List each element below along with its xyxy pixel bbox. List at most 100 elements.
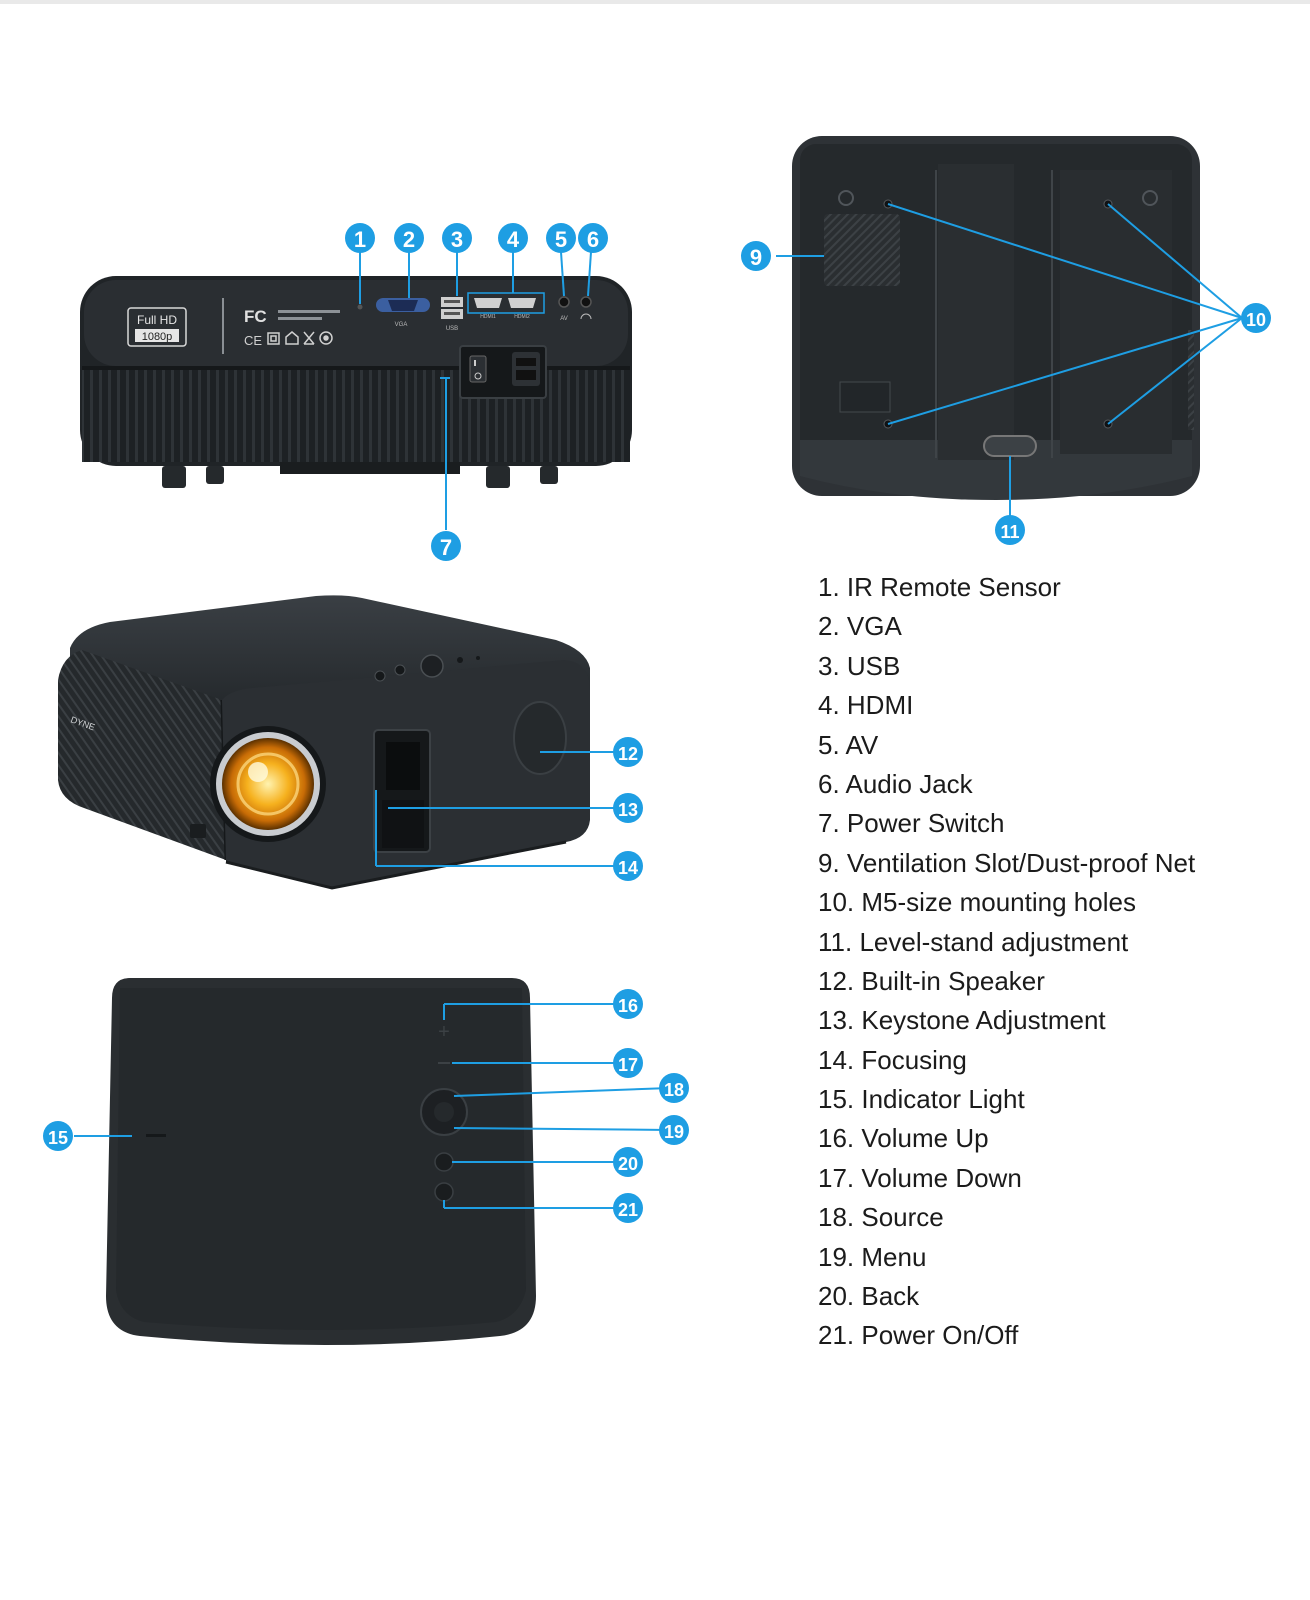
callout-15-text: 15 <box>48 1128 68 1148</box>
callout-6-text: 6 <box>587 227 599 252</box>
audio-jack <box>580 296 592 308</box>
callout-11-text: 11 <box>1000 522 1019 542</box>
callout-13-text: 13 <box>618 800 638 820</box>
callout-1: 1 <box>345 223 375 253</box>
legend-item: 20. Back <box>818 1281 920 1312</box>
callout-13: 13 <box>613 793 643 823</box>
volume-up-mark: + <box>438 1021 450 1043</box>
legend-item: 13. Keystone Adjustment <box>818 1005 1106 1036</box>
callout-5-text: 5 <box>555 227 567 252</box>
bottom-callout-lines <box>776 203 1243 516</box>
back-button <box>434 1152 454 1172</box>
full-hd-badge <box>127 307 187 347</box>
legend-item: 1. IR Remote Sensor <box>818 572 1061 602</box>
legend-item: 16. Volume Up <box>818 1123 989 1154</box>
legend-item: 19. Menu <box>818 1241 927 1272</box>
callout-20-text: 20 <box>618 1154 638 1174</box>
callout-3: 3 <box>442 223 472 253</box>
callout-badges: 1 2 3 4 5 6 7 9 10 11 12 13 14 15 16 17 … <box>43 223 1271 1223</box>
callout-20: 20 <box>613 1147 643 1177</box>
callout-21: 21 <box>613 1193 643 1223</box>
av-label: AV <box>560 316 568 322</box>
hdmi2-label: HDMI2 <box>514 314 530 320</box>
callout-18-text: 18 <box>664 1080 684 1100</box>
power-switch <box>459 345 547 399</box>
legend-item: 5. AV <box>818 729 879 760</box>
top-callout-lines <box>74 1003 671 1209</box>
callout-7: 7 <box>431 531 461 561</box>
callout-10: 10 <box>1241 303 1271 333</box>
callout-15: 15 <box>43 1121 73 1151</box>
callout-9-text: 9 <box>750 245 762 270</box>
callout-7-text: 7 <box>440 535 452 560</box>
badge-text-line1: Full HD <box>137 313 177 327</box>
callout-18: 18 <box>659 1073 689 1103</box>
callout-14-text: 14 <box>618 858 638 878</box>
callout-2: 2 <box>394 223 424 253</box>
legend-item: 12. Built-in Speaker <box>818 965 1045 996</box>
usb-ports: USB <box>441 297 463 332</box>
legend-item: 2. VGA <box>818 611 902 642</box>
vga-port: VGA <box>376 298 430 328</box>
legend-item: 21. Power On/Off <box>818 1320 1019 1351</box>
legend-item: 18. Source <box>818 1202 944 1233</box>
hdmi1-label: HDMI1 <box>480 314 496 320</box>
legend-item: 7. Power Switch <box>818 808 1005 839</box>
callout-17: 17 <box>613 1048 643 1078</box>
angle-callout-lines <box>375 751 614 867</box>
parts-legend: 1. IR Remote Sensor 2. VGA 3. USB 4. HDM… <box>818 568 1195 1356</box>
callout-12-text: 12 <box>618 744 638 764</box>
callout-1-text: 1 <box>354 227 366 252</box>
callout-4-text: 4 <box>507 227 520 252</box>
svg-text:CE: CE <box>244 333 262 348</box>
legend-item: 14. Focusing <box>818 1044 967 1075</box>
headphone-icon <box>580 313 592 320</box>
legend-item: 4. HDMI <box>818 690 914 721</box>
callout-12: 12 <box>613 737 643 767</box>
callout-5: 5 <box>546 223 576 253</box>
legend-item: 3. USB <box>818 650 901 681</box>
badge-text-line2: 1080p <box>142 331 173 343</box>
callout-17-text: 17 <box>618 1055 638 1075</box>
lens <box>210 726 326 842</box>
rear-view-projector: Full HD 1080p FC CE VGA <box>80 276 632 488</box>
callout-19: 19 <box>659 1115 689 1145</box>
callout-4: 4 <box>498 223 528 253</box>
legend-item: 17. Volume Down <box>818 1162 1022 1193</box>
callout-16: 16 <box>613 989 643 1019</box>
angle-view-projector: DYNE <box>58 595 590 890</box>
level-stand-foot <box>983 435 1037 457</box>
top-border <box>0 0 1310 4</box>
callout-11: 11 <box>995 515 1025 545</box>
usb-label: USB <box>446 326 458 332</box>
callout-2-text: 2 <box>403 227 415 252</box>
indicator-light <box>146 1134 166 1137</box>
top-view-projector: + <box>106 978 536 1345</box>
legend-item: 15. Indicator Light <box>818 1084 1025 1115</box>
av-port <box>558 296 570 308</box>
vga-label: VGA <box>395 322 408 328</box>
callout-16-text: 16 <box>618 996 638 1016</box>
legend-item: 10. M5-size mounting holes <box>818 887 1136 918</box>
callout-9: 9 <box>741 241 771 271</box>
callout-14: 14 <box>613 851 643 881</box>
rear-callout-lines <box>359 251 592 530</box>
bottom-view-projector <box>792 136 1200 500</box>
volume-down-mark <box>438 1062 450 1064</box>
callout-10-text: 10 <box>1246 310 1266 330</box>
legend-item: 9. Ventilation Slot/Dust-proof Net <box>818 847 1196 878</box>
callout-3-text: 3 <box>451 227 463 252</box>
ventilation-slot <box>824 214 900 286</box>
built-in-speaker <box>513 701 567 775</box>
callout-19-text: 19 <box>664 1122 684 1142</box>
legend-item: 6. Audio Jack <box>818 768 973 799</box>
legend-item: 11. Level-stand adjustment <box>818 926 1129 957</box>
hdmi-ports: HDMI1 HDMI2 <box>467 292 545 320</box>
callout-21-text: 21 <box>618 1200 638 1220</box>
callout-6: 6 <box>578 223 608 253</box>
ir-sensor <box>357 304 363 310</box>
fcc-mark: FC <box>244 307 267 326</box>
power-button <box>434 1182 454 1202</box>
certification-icons: CE <box>244 331 333 348</box>
